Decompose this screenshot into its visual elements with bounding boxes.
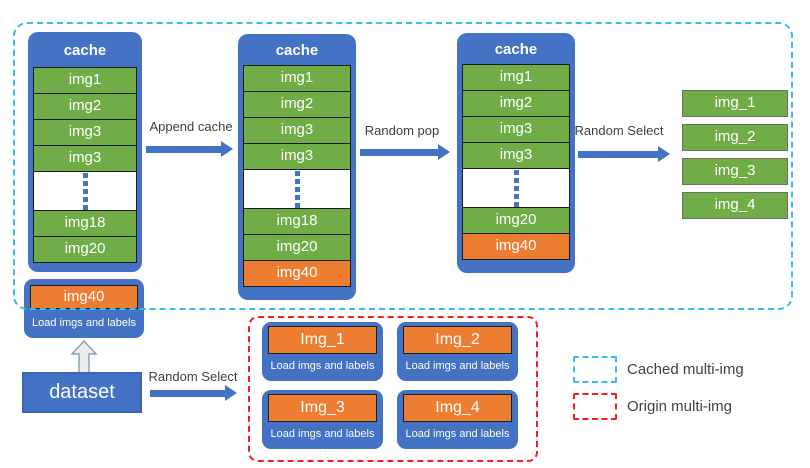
cache-row-appended: img40 <box>243 260 351 287</box>
cache-rows: img1 img2 img3 img3 img18 img20 <box>33 67 137 263</box>
cache-row: img3 <box>462 142 570 169</box>
random-select-top-arrow-label: Random Select <box>574 123 664 138</box>
cache-row: img20 <box>33 236 137 263</box>
loader-img-bar: Img_3 <box>268 394 377 422</box>
ellipsis-icon <box>462 168 570 208</box>
random-select-top-arrow <box>578 146 670 162</box>
random-select-bottom-arrow-label: Random Select <box>148 369 238 384</box>
origin-loader-box: Img_2 Load imgs and labels <box>397 322 518 381</box>
up-arrow-icon <box>70 340 98 374</box>
loader-caption: Load imgs and labels <box>405 360 510 372</box>
cache-row: img20 <box>462 207 570 234</box>
cache-stack-1: cache img1 img2 img3 img3 img18 img20 <box>28 32 142 272</box>
legend-origin-swatch <box>573 393 617 420</box>
cache-rows: img1 img2 img3 img3 img18 img20 img40 <box>243 65 351 287</box>
cache-row: img3 <box>462 116 570 143</box>
cache-row-appended: img40 <box>462 233 570 260</box>
cache-stack-3: cache img1 img2 img3 img3 img20 img40 <box>457 33 575 273</box>
selected-img-box: img_1 <box>682 90 788 117</box>
append-cache-arrow <box>146 141 233 157</box>
dataset-box: dataset <box>22 372 142 413</box>
cache-row: img1 <box>243 65 351 92</box>
cache-row: img3 <box>33 119 137 146</box>
origin-loader-box: Img_4 Load imgs and labels <box>397 390 518 449</box>
ellipsis-icon <box>33 171 137 211</box>
cache-title: cache <box>63 42 107 59</box>
cache-row: img3 <box>243 117 351 144</box>
cache-row: img3 <box>243 143 351 170</box>
selected-img-box: img_4 <box>682 192 788 219</box>
selected-img-box: img_2 <box>682 124 788 151</box>
cache-row: img3 <box>33 145 137 172</box>
loader-img-bar: Img_1 <box>268 326 377 354</box>
cache-rows: img1 img2 img3 img3 img20 img40 <box>462 64 570 260</box>
random-select-bottom-arrow <box>150 385 237 401</box>
legend-cached-swatch <box>573 356 617 383</box>
append-cache-arrow-label: Append cache <box>149 119 233 134</box>
cached-loader-box: img40 Load imgs and labels <box>24 279 144 338</box>
loader-img-bar: img40 <box>30 285 138 309</box>
legend-cached-label: Cached multi-img <box>627 361 744 378</box>
cache-row: img2 <box>243 91 351 118</box>
cache-row: img1 <box>462 64 570 91</box>
loader-caption: Load imgs and labels <box>405 428 510 440</box>
loader-img-bar: Img_2 <box>403 326 512 354</box>
cache-row: img18 <box>243 208 351 235</box>
random-pop-arrow-label: Random pop <box>364 123 440 138</box>
cache-row: img2 <box>33 93 137 120</box>
selected-img-box: img_3 <box>682 158 788 185</box>
cache-stack-2: cache img1 img2 img3 img3 img18 img20 im… <box>238 34 356 300</box>
cache-row: img2 <box>462 90 570 117</box>
cache-row: img18 <box>33 210 137 237</box>
loader-img-bar: Img_4 <box>403 394 512 422</box>
loader-caption: Load imgs and labels <box>32 317 136 329</box>
cache-row: img1 <box>33 67 137 94</box>
legend-origin-label: Origin multi-img <box>627 398 733 415</box>
loader-caption: Load imgs and labels <box>270 428 375 440</box>
random-pop-arrow <box>360 144 450 160</box>
origin-loader-box: Img_3 Load imgs and labels <box>262 390 383 449</box>
origin-loader-box: Img_1 Load imgs and labels <box>262 322 383 381</box>
cache-title: cache <box>494 41 538 58</box>
ellipsis-icon <box>243 169 351 209</box>
loader-caption: Load imgs and labels <box>270 360 375 372</box>
cache-row: img20 <box>243 234 351 261</box>
cache-title: cache <box>275 42 319 59</box>
